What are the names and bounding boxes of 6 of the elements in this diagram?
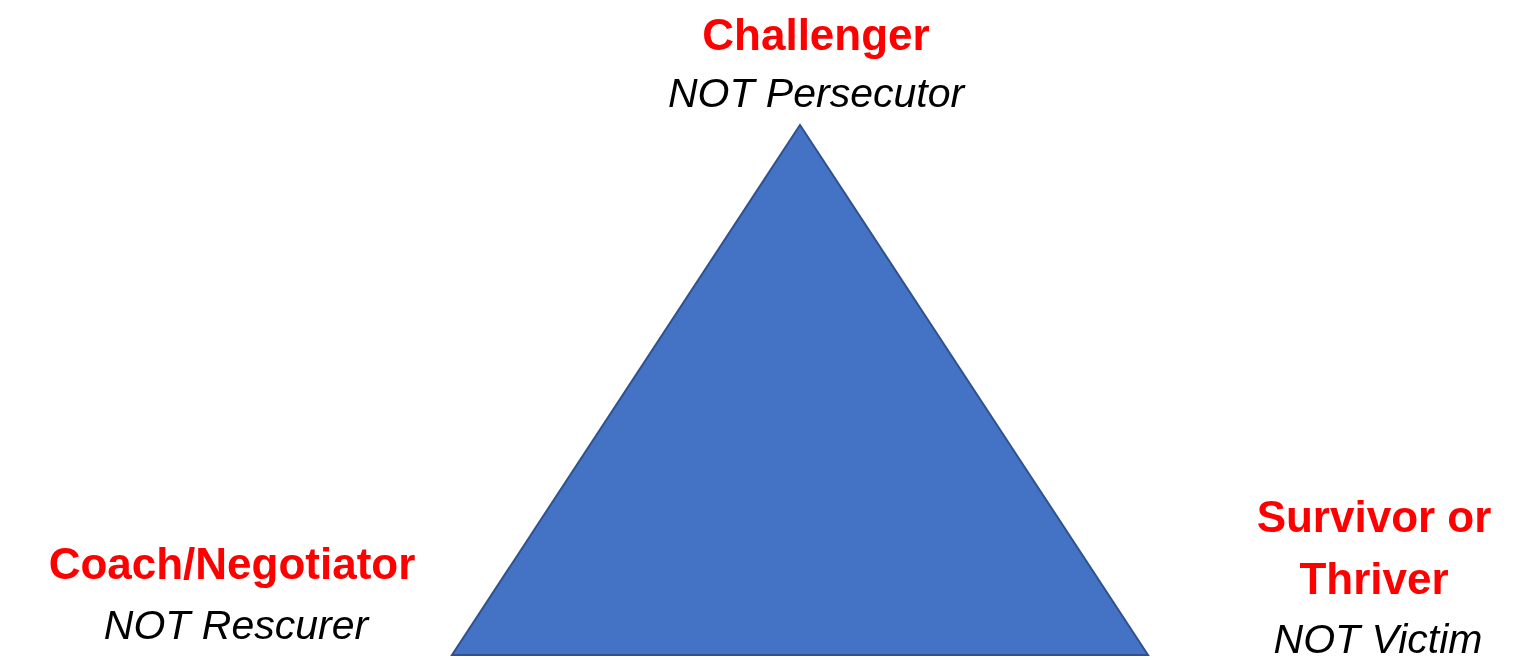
role-heading: Coach/Negotiator (47, 538, 417, 590)
role-note: NOT Rescurer (103, 601, 369, 650)
role-heading: Survivor or Thriver (1255, 491, 1493, 605)
role-note: NOT Victim (1273, 615, 1483, 660)
role-heading: Challenger (701, 9, 931, 61)
role-note: NOT Persecutor (667, 69, 965, 118)
